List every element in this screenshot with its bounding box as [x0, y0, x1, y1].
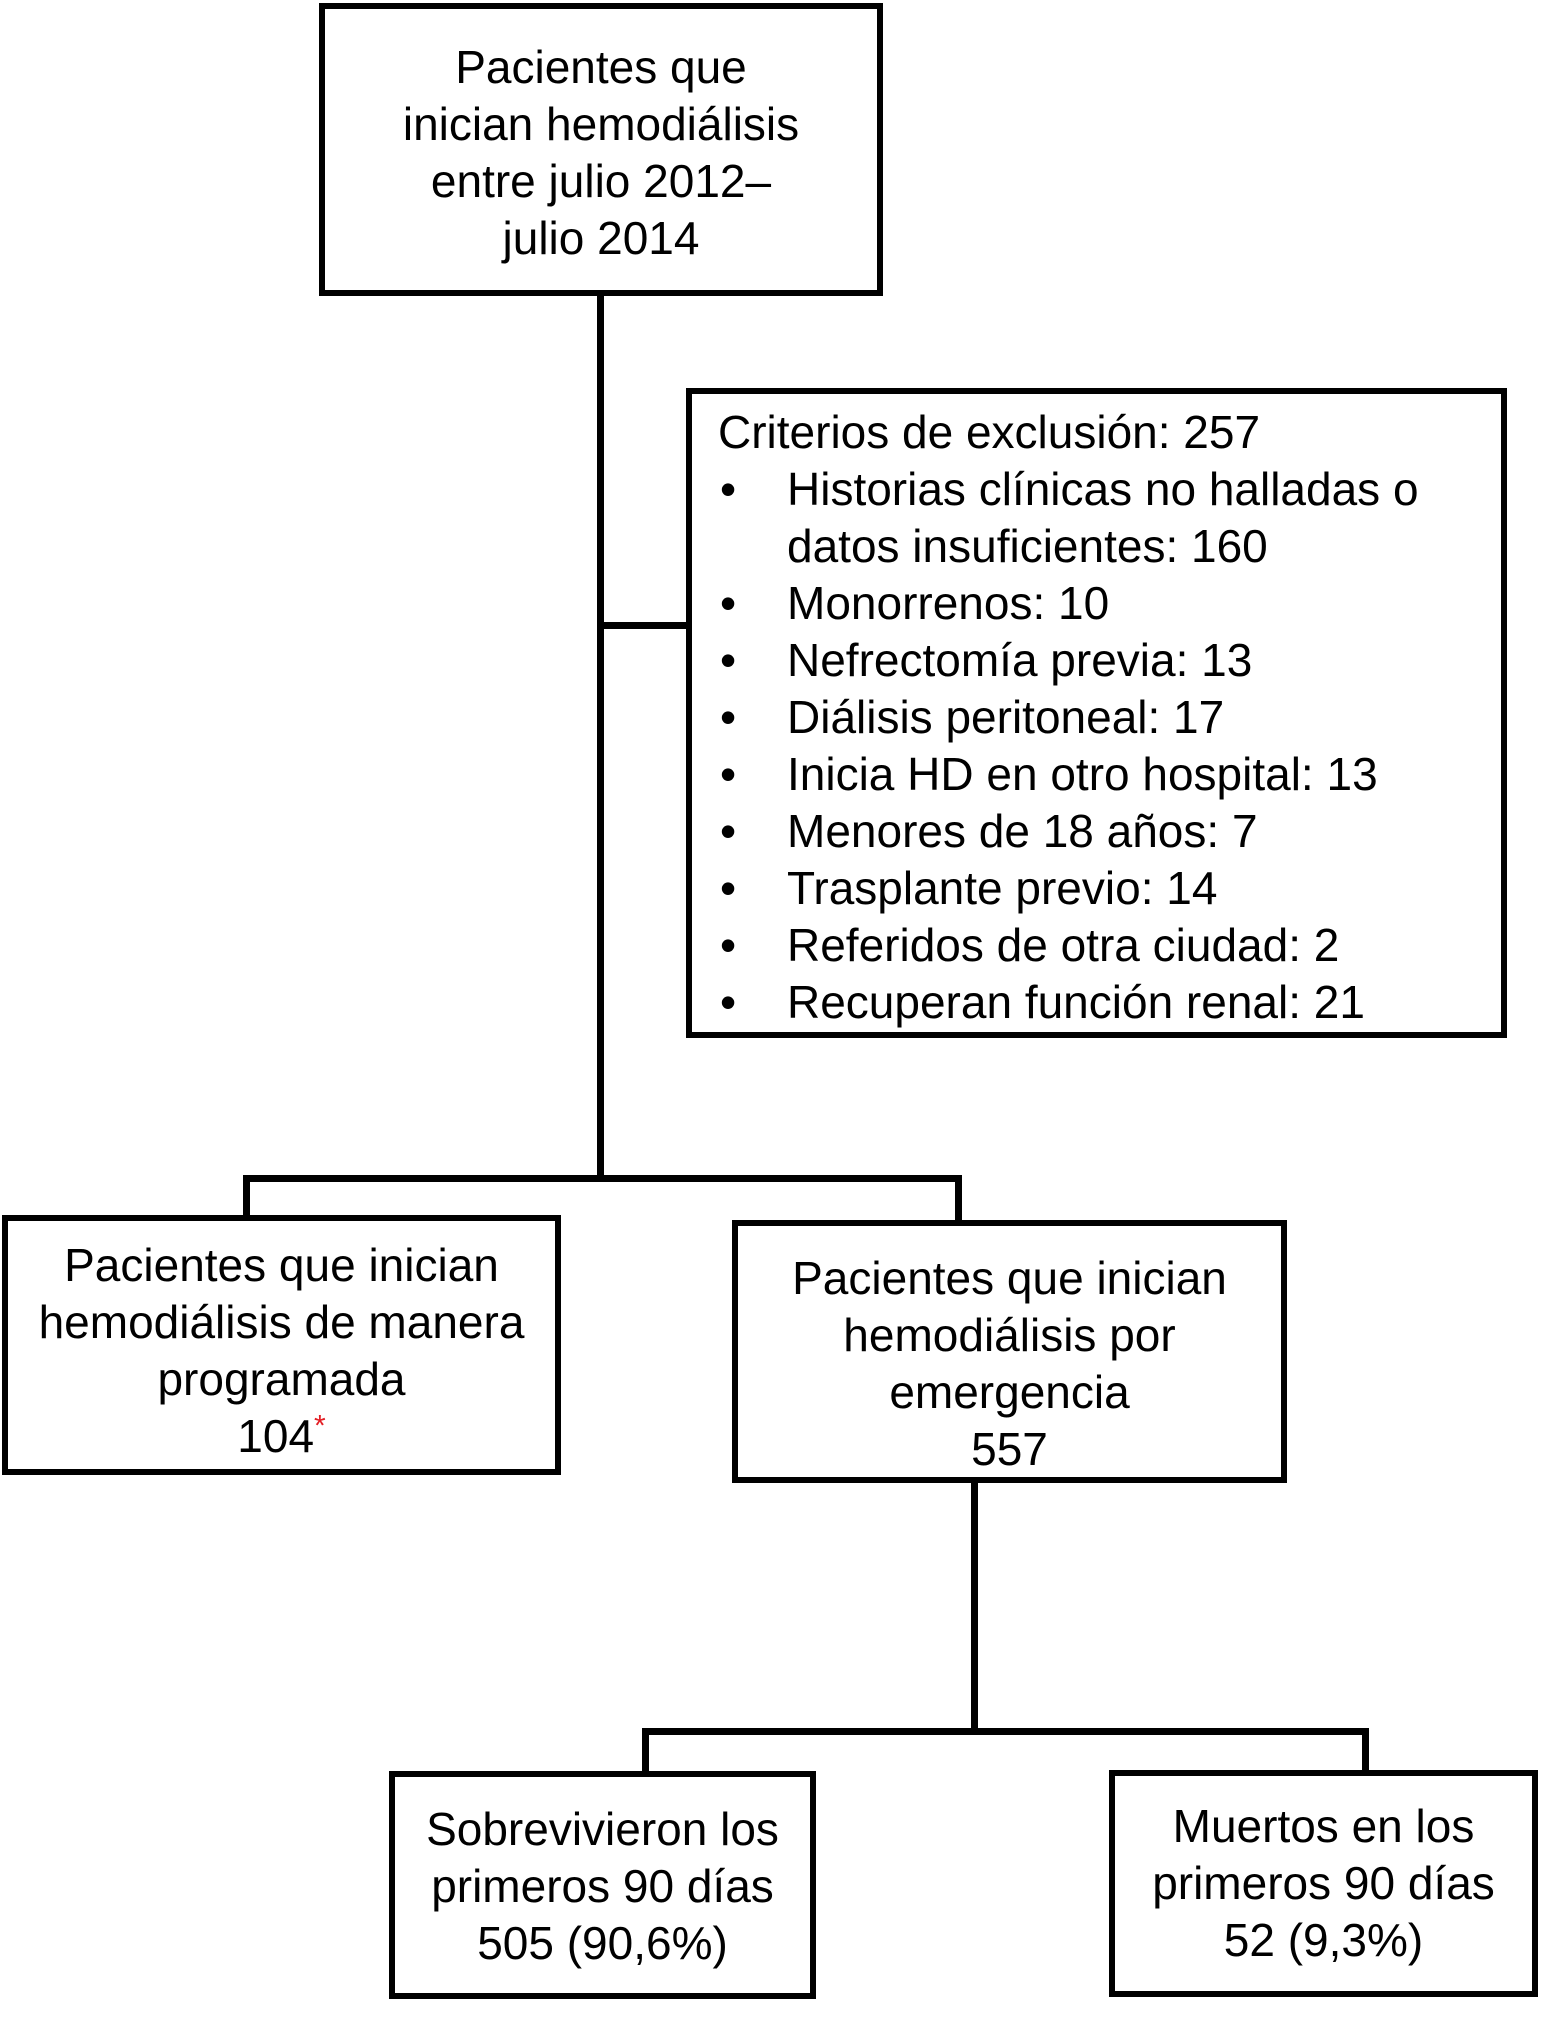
bullet-icon: • — [720, 691, 737, 743]
connector-to-exclusion — [600, 622, 686, 629]
list-item: • Nefrectomía previa: 13 — [718, 632, 1483, 689]
programada-count: 104 — [237, 1410, 315, 1462]
list-item: • Menores de 18 años: 7 — [718, 803, 1483, 860]
bullet-icon: • — [720, 463, 737, 515]
bullet-icon: • — [720, 634, 737, 686]
node-start-text: Pacientes que inician hemodiálisis entre… — [402, 41, 800, 264]
list-item: • Monorrenos: 10 — [718, 575, 1483, 632]
exclusion-item-text: Menores de 18 años: 7 — [787, 805, 1258, 857]
node-programada-value: 104* — [8, 1408, 555, 1465]
exclusion-item-text: Recuperan función renal: 21 — [787, 976, 1365, 1028]
bullet-icon: • — [720, 577, 737, 629]
bullet-icon: • — [720, 805, 737, 857]
list-item: • Referidos de otra ciudad: 2 — [718, 917, 1483, 974]
connector-split2 — [642, 1728, 1369, 1735]
list-item: • Recuperan función renal: 21 — [718, 974, 1483, 1031]
bullet-icon: • — [720, 919, 737, 971]
node-survived-90-days: Sobrevivieron los primeros 90 días 505 (… — [389, 1771, 816, 1999]
node-survived-text: Sobrevivieron los primeros 90 días — [426, 1803, 779, 1912]
exclusion-item-text: Referidos de otra ciudad: 2 — [787, 919, 1340, 971]
node-exclusion-criteria: Criterios de exclusión: 257 • Historias … — [686, 388, 1507, 1038]
connector-split1 — [243, 1175, 962, 1182]
footnote-asterisk: * — [314, 1409, 326, 1443]
node-died-value: 52 (9,3%) — [1223, 1914, 1424, 1966]
exclusion-list: • Historias clínicas no halladas o datos… — [718, 461, 1483, 1031]
node-programada: Pacientes que inician hemodiálisis de ma… — [2, 1215, 561, 1475]
exclusion-title: Criterios de exclusión: 257 — [718, 406, 1261, 458]
list-item: • Inicia HD en otro hospital: 13 — [718, 746, 1483, 803]
node-emergencia: Pacientes que inician hemodiálisis por e… — [732, 1220, 1287, 1483]
node-programada-text: Pacientes que inician hemodiálisis de ma… — [38, 1239, 525, 1405]
exclusion-item-text: Nefrectomía previa: 13 — [787, 634, 1253, 686]
node-emergencia-text: Pacientes que inician hemodiálisis por e… — [792, 1252, 1227, 1418]
list-item: • Historias clínicas no halladas o datos… — [718, 461, 1483, 575]
node-died-90-days: Muertos en los primeros 90 días 52 (9,3%… — [1109, 1770, 1538, 1997]
bullet-icon: • — [720, 862, 737, 914]
connector-split2-right — [1362, 1728, 1369, 1776]
node-emergencia-value: 557 — [971, 1423, 1048, 1475]
connector-split1-right — [955, 1175, 962, 1226]
node-died-text: Muertos en los primeros 90 días — [1152, 1800, 1495, 1909]
connector-split2-left — [642, 1728, 649, 1777]
bullet-icon: • — [720, 976, 737, 1028]
connector-emergencia-down — [971, 1482, 978, 1735]
exclusion-item-text: Diálisis peritoneal: 17 — [787, 691, 1225, 743]
connector-split1-left — [243, 1175, 250, 1221]
connector-start-to-split — [597, 295, 604, 1182]
node-start-patients: Pacientes que inician hemodiálisis entre… — [319, 3, 883, 296]
list-item: • Diálisis peritoneal: 17 — [718, 689, 1483, 746]
exclusion-item-text: Monorrenos: 10 — [787, 577, 1110, 629]
bullet-icon: • — [720, 748, 737, 800]
exclusion-item-text: Inicia HD en otro hospital: 13 — [787, 748, 1378, 800]
exclusion-item-text: Trasplante previo: 14 — [787, 862, 1218, 914]
list-item: • Trasplante previo: 14 — [718, 860, 1483, 917]
node-survived-value: 505 (90,6%) — [477, 1917, 728, 1969]
exclusion-item-text: Historias clínicas no halladas o datos i… — [787, 463, 1419, 572]
